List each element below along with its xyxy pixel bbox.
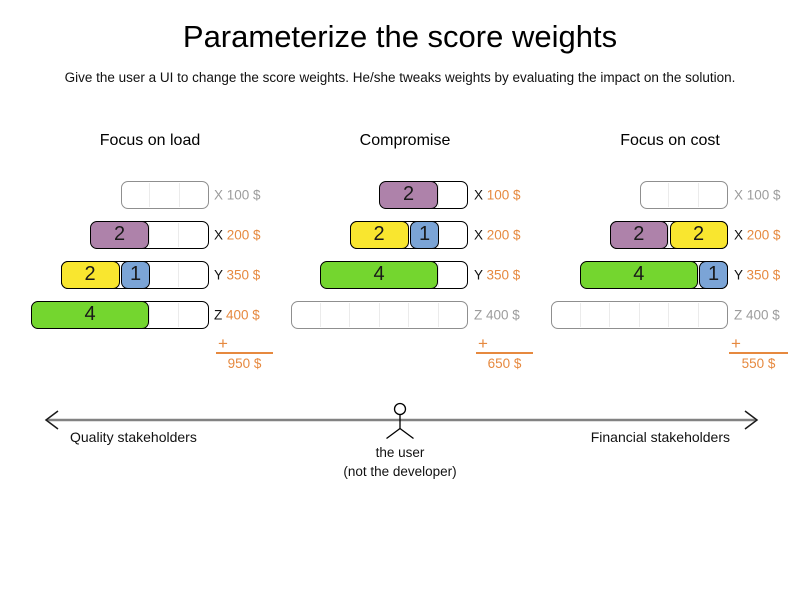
unit-divider [378,303,380,327]
row-label: X 200 $ [474,227,521,243]
unit-divider [609,303,610,327]
weight-block-purple: 2 [90,220,149,249]
unit-divider [408,303,409,327]
capacity-bar: 2 1 [349,220,468,249]
capacity-bar: 2 [379,180,468,209]
row-label: Z 400 $ [474,307,520,323]
weight-block-blue: 1 [699,260,728,289]
weight-block-purple: 2 [609,220,668,249]
row-label: Y 350 $ [734,267,781,283]
sum-total: 950 $ [227,356,262,371]
axis-right-label: Financial stakeholders [590,429,730,445]
capacity-bar-empty [291,301,468,329]
capacity-bar: 4 1 [580,260,728,289]
unit-divider [668,303,669,327]
weight-block-blue: 1 [410,220,439,249]
capacity-bar: 2 2 [609,220,728,249]
unit-divider [668,223,669,247]
unit-divider [178,183,180,207]
capacity-bar-empty [551,301,728,329]
weight-block-yellow: 2 [669,220,728,249]
arrowhead-left-icon [44,410,59,430]
weight-block-purple: 2 [379,180,438,209]
unit-divider [638,303,640,327]
unit-divider [579,303,581,327]
unit-divider [437,183,439,207]
unit-divider [148,223,150,247]
unit-divider [408,223,409,247]
page-subtitle: Give the user a UI to change the score w… [64,70,736,85]
sum-block: + 950 $ [216,335,273,371]
unit-divider [119,263,120,287]
panel-header-focus-cost: Focus on cost [620,132,720,149]
capacity-bar: 4 [320,260,468,289]
panel-header-compromise: Compromise [359,132,451,149]
weight-block-green: 4 [580,260,698,289]
row-label: X 200 $ [734,227,781,243]
axis-left-label: Quality stakeholders [70,429,197,445]
unit-divider [349,303,350,327]
row-label: X 100 $ [734,187,781,203]
stakeholder-axis-arrow [44,402,759,440]
user-caption-line1: the user [375,445,425,460]
plus-sign: + [476,335,533,354]
unit-divider [178,263,179,287]
capacity-bar-empty [120,181,209,209]
unit-divider [437,303,439,327]
row-label: X 200 $ [214,227,261,243]
row-label: X 100 $ [214,187,261,203]
unit-divider [178,303,179,327]
plus-sign: + [729,335,788,354]
weight-block-yellow: 2 [349,220,409,249]
unit-divider [697,183,699,207]
row-label: X 100 $ [474,187,521,203]
capacity-bar: 4 [31,300,209,329]
user-caption-line2: (not the developer) [343,464,457,479]
row-label: Z 400 $ [734,307,780,323]
plus-sign: + [216,335,273,354]
weight-block-green: 4 [320,260,438,289]
unit-divider [178,223,179,247]
sum-total: 650 $ [487,356,522,371]
row-label: Y 350 $ [214,267,261,283]
unit-divider [149,183,150,207]
unit-divider [319,303,321,327]
unit-divider [148,303,150,327]
arrowhead-right-icon [744,410,759,430]
unit-divider [697,303,699,327]
weight-block-blue: 1 [121,260,150,289]
row-label: Y 350 $ [474,267,521,283]
unit-divider [697,263,699,287]
weight-block-yellow: 2 [60,260,120,289]
unit-divider [437,263,439,287]
sum-block: + 650 $ [476,335,533,371]
row-label: Z 400 $ [214,307,260,323]
user-stick-figure-icon [386,402,414,440]
page-title: Parameterize the score weights [182,19,618,54]
unit-divider [668,183,669,207]
capacity-bar: 2 [90,220,209,249]
capacity-bar: 2 1 [60,260,209,289]
sum-total: 550 $ [741,356,776,371]
panel-header-focus-load: Focus on load [99,132,201,149]
weight-block-green: 4 [31,300,149,329]
capacity-bar-empty [639,181,728,209]
sum-block: + 550 $ [729,335,788,371]
